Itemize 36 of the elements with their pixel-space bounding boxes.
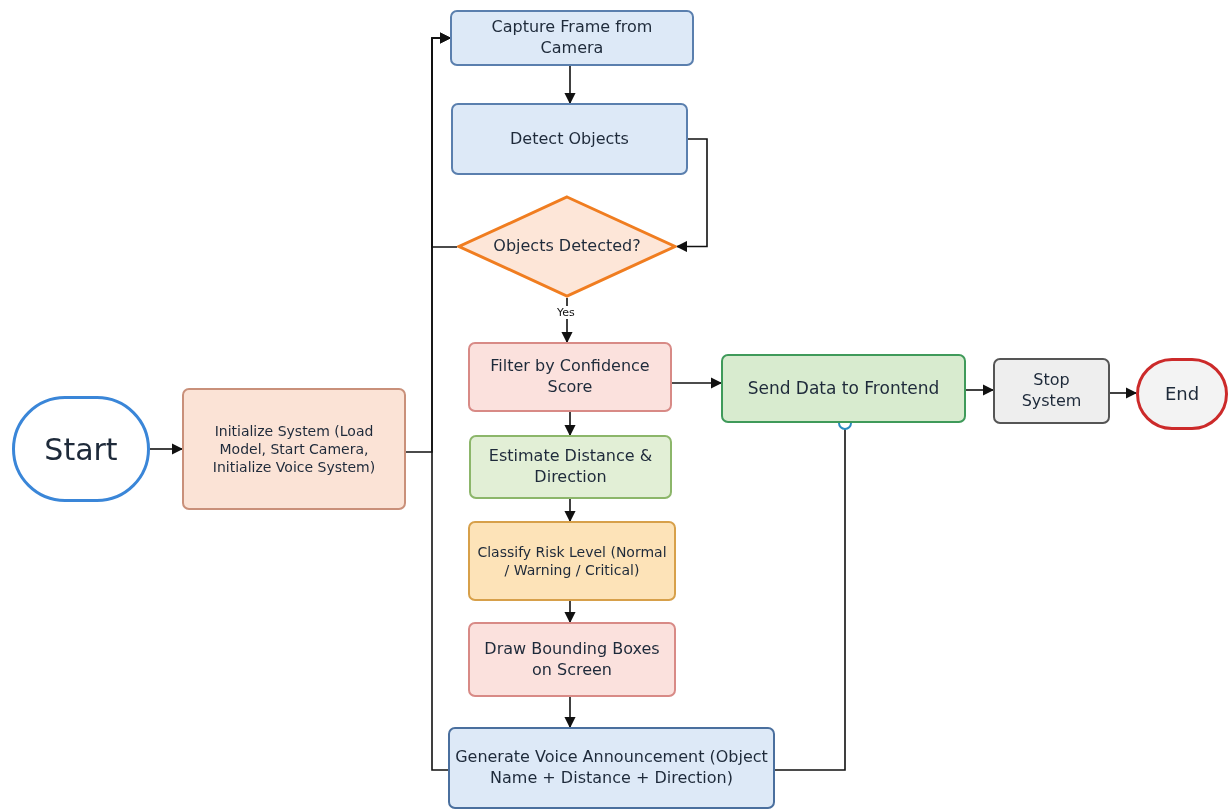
arrow xyxy=(564,411,576,437)
node-label: Detect Objects xyxy=(509,128,630,150)
process-box xyxy=(468,342,672,412)
arrow xyxy=(965,384,995,396)
node-label: Filter by Confidence Score xyxy=(489,356,651,398)
arrow xyxy=(564,696,576,729)
arrow xyxy=(149,443,184,455)
process-box xyxy=(182,388,406,510)
arrow xyxy=(675,138,708,253)
arrow xyxy=(564,65,576,105)
node-label: Send Data to Frontend xyxy=(746,377,941,400)
arrow xyxy=(564,600,576,624)
process-box xyxy=(448,727,775,809)
node-label: Generate Voice Announcement (Object Name + Distance + Direction) xyxy=(454,747,769,789)
arrow xyxy=(431,32,452,771)
arrow xyxy=(671,377,723,389)
process-box xyxy=(450,10,694,66)
process-box xyxy=(468,521,676,601)
node-label: Estimate Distance & Direction xyxy=(487,446,654,488)
process-box xyxy=(993,358,1110,424)
process-box xyxy=(468,622,676,697)
arrow xyxy=(1109,387,1138,399)
edge-label: Yes xyxy=(555,306,577,319)
node-label: Classify Risk Level (Normal / Warning / Critical) xyxy=(476,542,668,580)
decision-diamond xyxy=(457,195,677,298)
process-box xyxy=(721,354,966,423)
process-box xyxy=(469,435,672,499)
arrow xyxy=(564,498,576,523)
node-label: Initialize System (Load Model, Start Camera, Initialize Voice System) xyxy=(211,421,377,477)
node-label: Objects Detected? xyxy=(492,236,642,257)
node-label: Draw Bounding Boxes on Screen xyxy=(483,638,661,681)
node-label: Start xyxy=(43,430,119,469)
node-label: Stop System xyxy=(1020,370,1083,412)
node-label: End xyxy=(1163,382,1201,406)
process-box xyxy=(451,103,688,175)
node-label: Capture Frame from Camera xyxy=(490,17,654,59)
